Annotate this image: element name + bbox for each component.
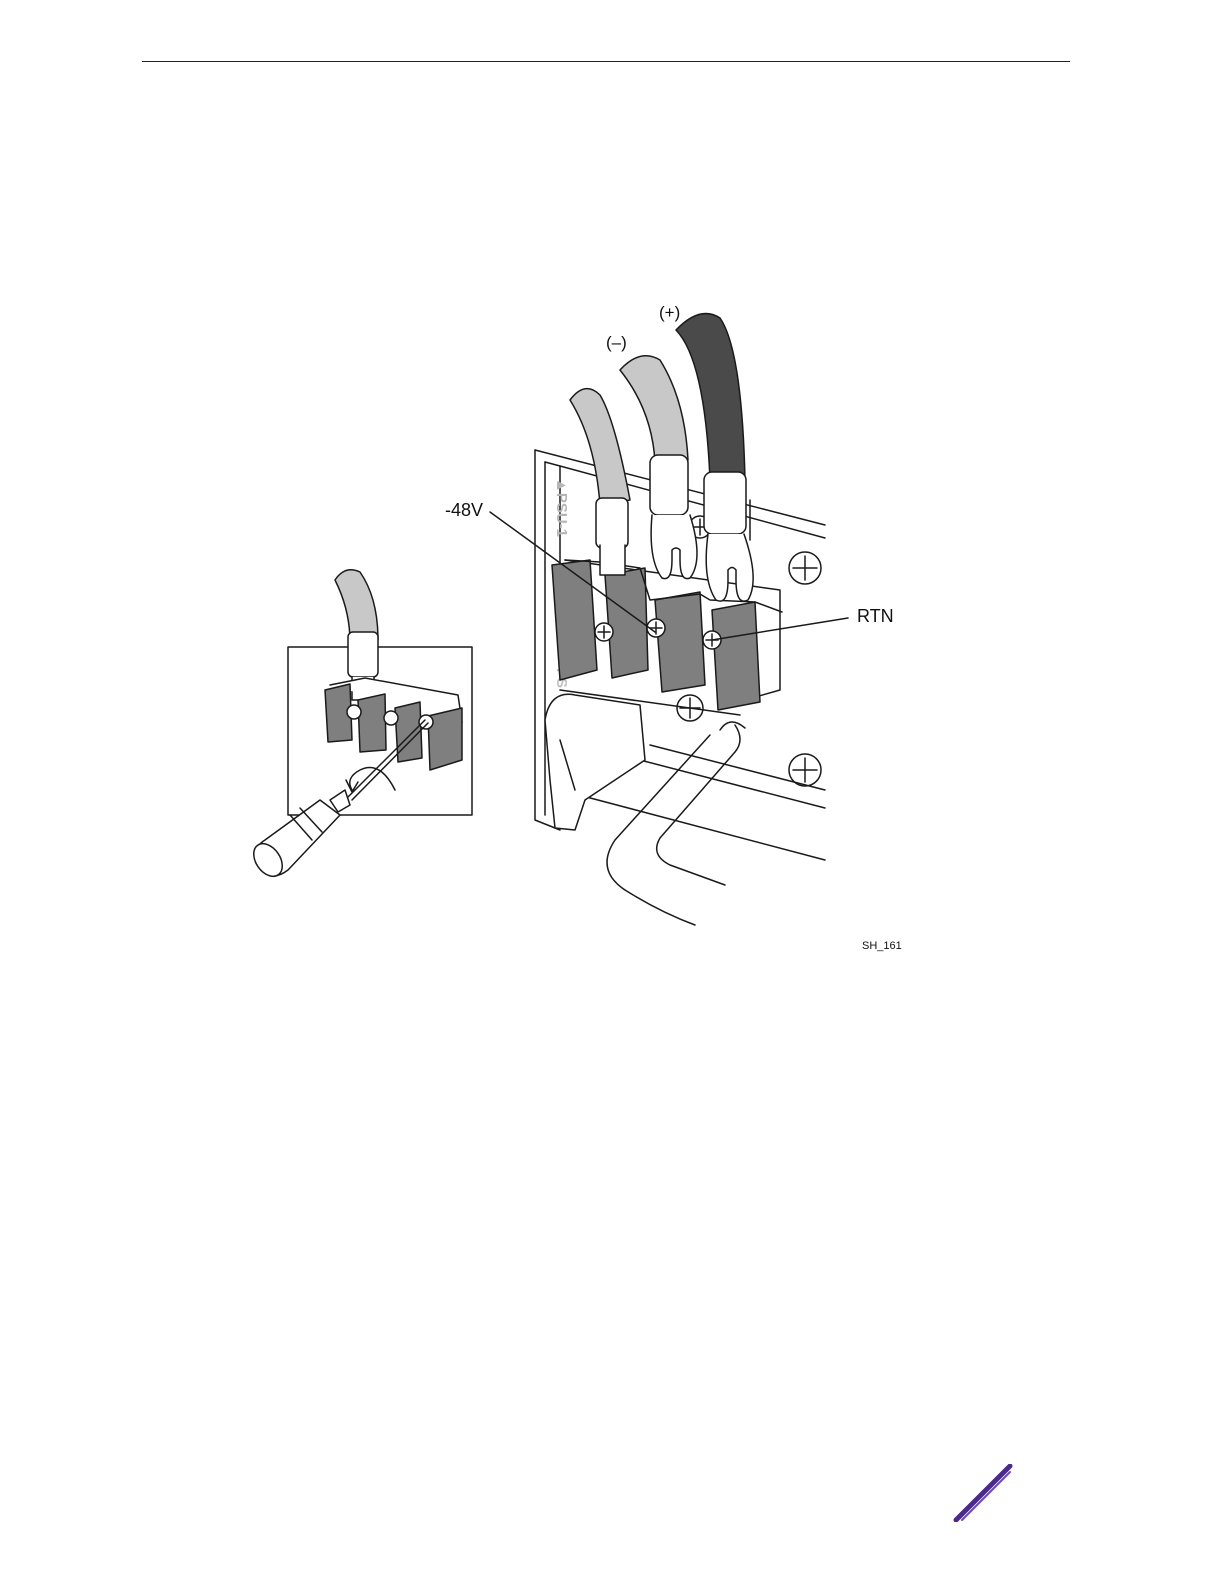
figure-id-label: SH_161 (862, 940, 902, 952)
cable-negative (620, 356, 697, 579)
psu-marking-text: ▲PSU-1 (553, 478, 570, 537)
minus48v-label: -48V (445, 500, 483, 521)
positive-terminal-label: (+) (659, 303, 680, 323)
dc-power-terminal-figure: ▲PSU-1 PS (240, 295, 920, 965)
negative-terminal-label: (–) (606, 333, 627, 353)
lower-cables (545, 694, 745, 925)
inset-detail (288, 570, 472, 815)
cable-ground (570, 389, 630, 575)
brand-slash-logo (952, 1464, 1016, 1522)
header-rule (142, 61, 1070, 62)
rtn-label: RTN (857, 606, 894, 627)
